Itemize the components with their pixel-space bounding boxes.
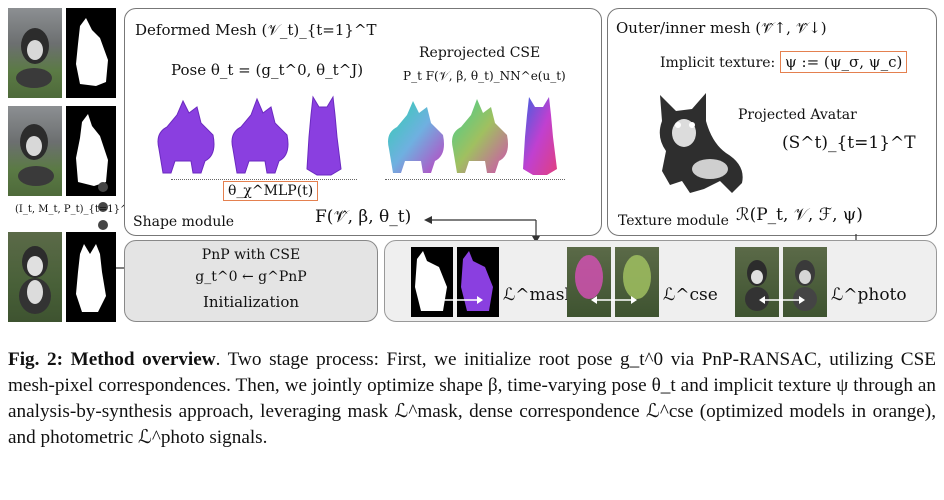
pose-label: Pose θ_t = (g_t^0, θ_t^J): [171, 61, 363, 79]
outer-inner-mesh-label: Outer/inner mesh (𝒱̂↑, 𝒱̂↓): [616, 19, 827, 37]
texture-module-panel: Outer/inner mesh (𝒱̂↑, 𝒱̂↓) Implicit tex…: [607, 8, 937, 236]
input-mask-1: [66, 8, 116, 98]
mask-compare-arrow: [437, 295, 483, 305]
mlp-pose-box: θ_χ^MLP(t): [223, 181, 318, 201]
cse-mesh-dog-3: [517, 89, 561, 179]
cse-overlay-icon: [567, 247, 611, 317]
photo-compare-arrow: [759, 295, 805, 305]
purple-mesh-dog-3: [301, 89, 345, 179]
reprojected-cse-label: Reprojected CSE: [419, 45, 540, 61]
mask-loss-render: [457, 247, 499, 317]
cse-loss-image-2: [615, 247, 659, 317]
cse-loss-label: ℒ^cse: [663, 285, 718, 305]
purple-mesh-dog-1: [149, 97, 221, 177]
dotted-divider-left: [171, 179, 357, 180]
ellipsis-dot-3: [98, 220, 108, 230]
mask-silhouette-icon: [66, 106, 116, 196]
mask-loss-label: ℒ^mask: [503, 285, 575, 305]
cse-mesh-dog-1: [379, 97, 449, 177]
reprojected-cse-formula: P_t F(𝒱, β, θ_t)_NN^e(u_t): [403, 69, 566, 84]
input-image-3: [8, 232, 62, 322]
mask-silhouette-icon: [411, 247, 453, 317]
shape-module-panel: Deformed Mesh (𝒱_t)_{t=1}^T Pose θ_t = (…: [124, 8, 602, 236]
f-formula: F(𝒱̂, β, θ_t): [315, 207, 411, 227]
cse-mesh-dog-2: [445, 95, 515, 177]
pnp-assignment-label: g_t^0 ← g^PnP: [125, 269, 377, 285]
mask-silhouette-icon: [66, 8, 116, 98]
cse-overlay-icon: [615, 247, 659, 317]
input-image-2: [8, 106, 62, 196]
input-image-1: [8, 8, 62, 98]
implicit-texture-label: Implicit texture:: [660, 55, 775, 71]
dog-photo-icon: [735, 247, 779, 317]
psi-box: ψ := (ψ_σ, ψ_c): [780, 51, 907, 73]
initialization-title: Initialization: [125, 293, 377, 311]
dog-photo-icon: [8, 8, 62, 98]
photo-loss-image-2: [783, 247, 827, 317]
input-mask-3: [66, 232, 116, 322]
dog-photo-icon: [8, 106, 62, 196]
s-formula: (S^t)_{t=1}^T: [782, 133, 916, 153]
dotted-divider-right: [385, 179, 565, 180]
mask-loss-silhouette: [411, 247, 453, 317]
photo-loss-label: ℒ^photo: [831, 285, 907, 305]
inputs-label: (I_t, M_t, P_t)_{t=1}^T: [15, 204, 135, 215]
caption-label: Fig. 2: Method overview: [8, 349, 216, 370]
r-formula: ℛ(P_t, 𝒱, ℱ, ψ): [736, 205, 863, 225]
initialization-panel: PnP with CSE g_t^0 ← g^PnP Initializatio…: [124, 240, 378, 322]
texture-module-title: Texture module: [618, 213, 729, 229]
cse-compare-arrow: [591, 295, 637, 305]
input-mask-2: [66, 106, 116, 196]
losses-panel: ℒ^mask ℒ^cse ℒ^photo: [384, 240, 937, 322]
dog-render-icon: [783, 247, 827, 317]
purple-mesh-dog-2: [225, 95, 297, 177]
deformed-mesh-label: Deformed Mesh (𝒱_t)_{t=1}^T: [135, 21, 377, 39]
shape-module-title: Shape module: [133, 214, 234, 230]
purple-render-icon: [457, 247, 499, 317]
projected-avatar-label: Projected Avatar: [738, 107, 857, 123]
projected-avatar-dog: [642, 81, 754, 197]
dog-photo-icon: [8, 232, 62, 322]
mask-silhouette-icon: [66, 232, 116, 322]
photo-loss-image-1: [735, 247, 779, 317]
cse-loss-image-1: [567, 247, 611, 317]
pnp-cse-label: PnP with CSE: [125, 247, 377, 263]
ellipsis-dot-1: [98, 182, 108, 192]
figure-caption: Fig. 2: Method overview. Two stage proce…: [8, 347, 936, 451]
